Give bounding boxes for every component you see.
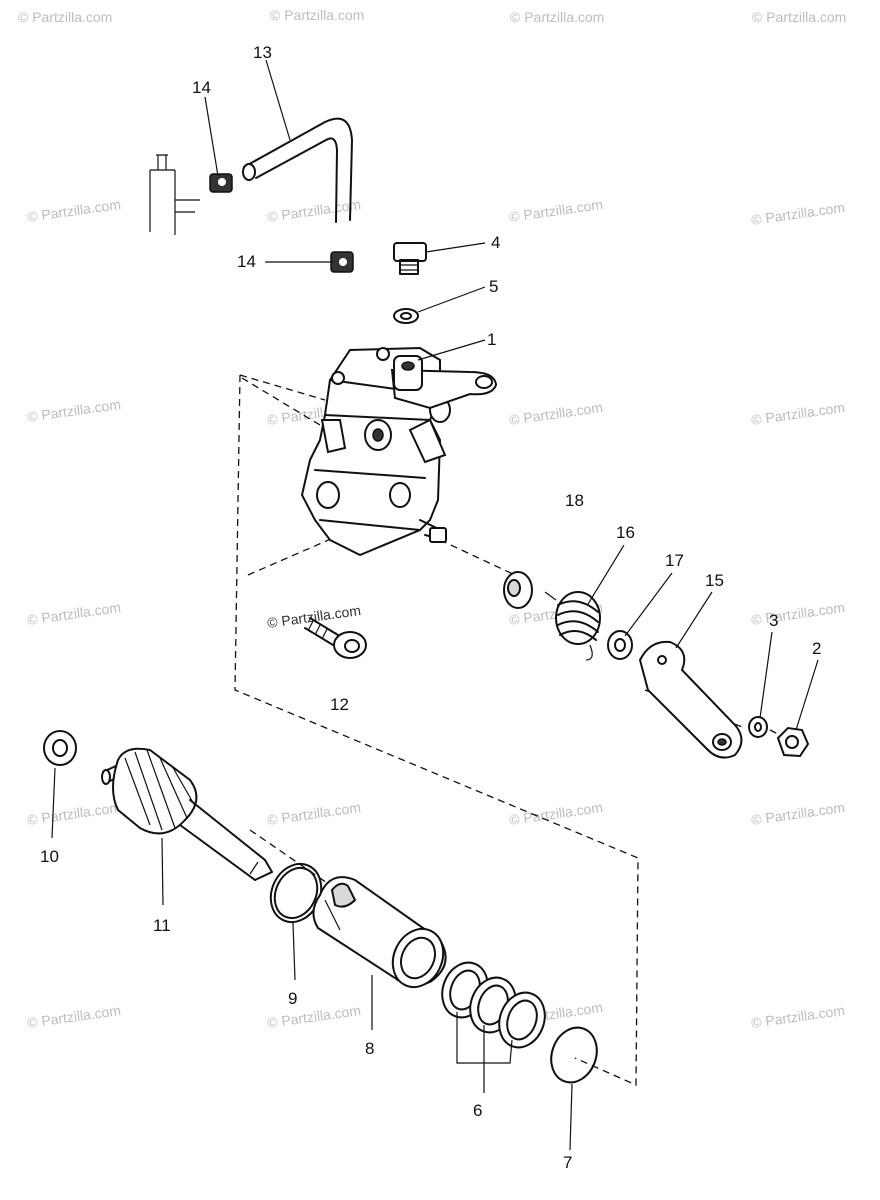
hex-nut bbox=[776, 726, 810, 758]
watermark: © Partzilla.com bbox=[750, 199, 846, 228]
banjo-bolt bbox=[393, 242, 427, 275]
watermark: © Partzilla.com bbox=[270, 7, 364, 23]
callout-2: 2 bbox=[812, 639, 821, 658]
callout-11: 11 bbox=[153, 916, 171, 935]
shaft-collar bbox=[503, 571, 533, 609]
callout-13: 13 bbox=[253, 43, 272, 62]
lock-washer bbox=[748, 716, 768, 738]
callout-4: 4 bbox=[491, 233, 500, 252]
callout-17: 17 bbox=[665, 551, 684, 570]
watermark: © Partzilla.com bbox=[750, 599, 846, 628]
callout-6: 6 bbox=[473, 1101, 482, 1120]
watermark: © Partzilla.com bbox=[510, 9, 604, 25]
callout-labels: 13 14 14 4 5 1 18 16 17 15 3 2 12 10 11 … bbox=[40, 43, 821, 1172]
watermark: © Partzilla.com bbox=[266, 1002, 362, 1031]
callout-3: 3 bbox=[769, 611, 778, 630]
watermark: © Partzilla.com bbox=[508, 399, 604, 428]
pump-lever bbox=[638, 640, 743, 759]
spring-washer bbox=[607, 630, 633, 660]
gear-sleeve bbox=[312, 876, 447, 989]
callout-5: 5 bbox=[489, 277, 498, 296]
return-spring bbox=[544, 591, 601, 661]
watermark: © Partzilla.com bbox=[266, 799, 362, 828]
sealing-washer bbox=[393, 308, 419, 324]
watermark: © Partzilla.com bbox=[750, 799, 846, 828]
mounting-screw bbox=[304, 617, 367, 659]
hose-clip-upper bbox=[209, 173, 233, 193]
hose-clip-lower bbox=[330, 251, 354, 273]
watermark: © Partzilla.com bbox=[26, 799, 122, 828]
watermark: © Partzilla.com bbox=[18, 9, 112, 25]
watermark: © Partzilla.com bbox=[26, 396, 122, 425]
watermark: © Partzilla.com bbox=[26, 196, 122, 225]
snap-ring bbox=[550, 1026, 598, 1084]
thrust-washer bbox=[43, 730, 77, 766]
callout-1: 1 bbox=[487, 330, 496, 349]
watermark: © Partzilla.com bbox=[750, 399, 846, 428]
watermark: © Partzilla.com bbox=[508, 196, 604, 225]
leader-lines bbox=[51, 59, 819, 1151]
watermark: © Partzilla.com bbox=[26, 599, 122, 628]
callout-18: 18 bbox=[565, 491, 584, 510]
watermark-dark: © Partzilla.com bbox=[266, 602, 362, 631]
callout-7: 7 bbox=[563, 1153, 572, 1172]
watermark: © Partzilla.com bbox=[266, 196, 362, 225]
drive-gear-shaft bbox=[101, 747, 273, 881]
callout-14-upper: 14 bbox=[192, 78, 211, 97]
oil-pump-body bbox=[300, 346, 498, 557]
callout-12: 12 bbox=[330, 695, 349, 714]
callout-15: 15 bbox=[705, 571, 724, 590]
watermark-layer: © Partzilla.com © Partzilla.com © Partzi… bbox=[18, 7, 846, 1031]
shim-set bbox=[441, 961, 546, 1049]
callout-14-lower: 14 bbox=[237, 252, 256, 271]
callout-9: 9 bbox=[288, 989, 297, 1008]
callout-8: 8 bbox=[365, 1039, 374, 1058]
watermark: © Partzilla.com bbox=[750, 1002, 846, 1031]
watermark: © Partzilla.com bbox=[752, 9, 846, 25]
tee-fitting bbox=[149, 154, 200, 235]
callout-16: 16 bbox=[616, 523, 635, 542]
oil-hose bbox=[242, 117, 353, 223]
watermark: © Partzilla.com bbox=[26, 1002, 122, 1031]
callout-10: 10 bbox=[40, 847, 59, 866]
